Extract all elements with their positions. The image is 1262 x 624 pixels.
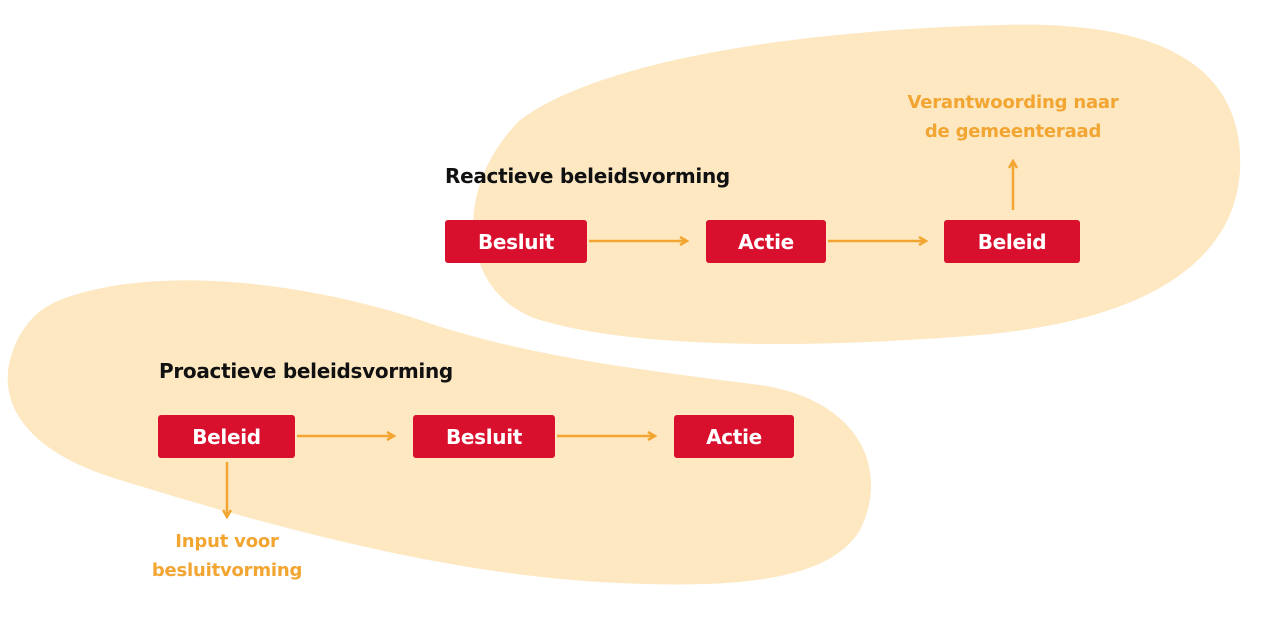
proactive-step-besluit: Besluit bbox=[413, 415, 555, 458]
note-line: de gemeenteraad bbox=[924, 121, 1102, 142]
proactive-note: Input voor besluitvorming bbox=[151, 527, 303, 585]
reactive-step-beleid: Beleid bbox=[944, 220, 1080, 263]
reactive-step-actie: Actie bbox=[706, 220, 826, 263]
note-line: besluitvorming bbox=[151, 560, 303, 581]
proactive-step-beleid: Beleid bbox=[158, 415, 295, 458]
note-line: Verantwoording naar bbox=[907, 92, 1119, 113]
proactive-step-actie: Actie bbox=[674, 415, 794, 458]
proactive-title: Proactieve beleidsvorming bbox=[159, 359, 453, 383]
reactive-note: Verantwoording naar de gemeenteraad bbox=[907, 88, 1118, 146]
reactive-step-besluit: Besluit bbox=[445, 220, 587, 263]
reactive-title: Reactieve beleidsvorming bbox=[445, 164, 730, 188]
reactive-blob bbox=[473, 24, 1241, 345]
note-line: Input voor bbox=[175, 531, 279, 552]
